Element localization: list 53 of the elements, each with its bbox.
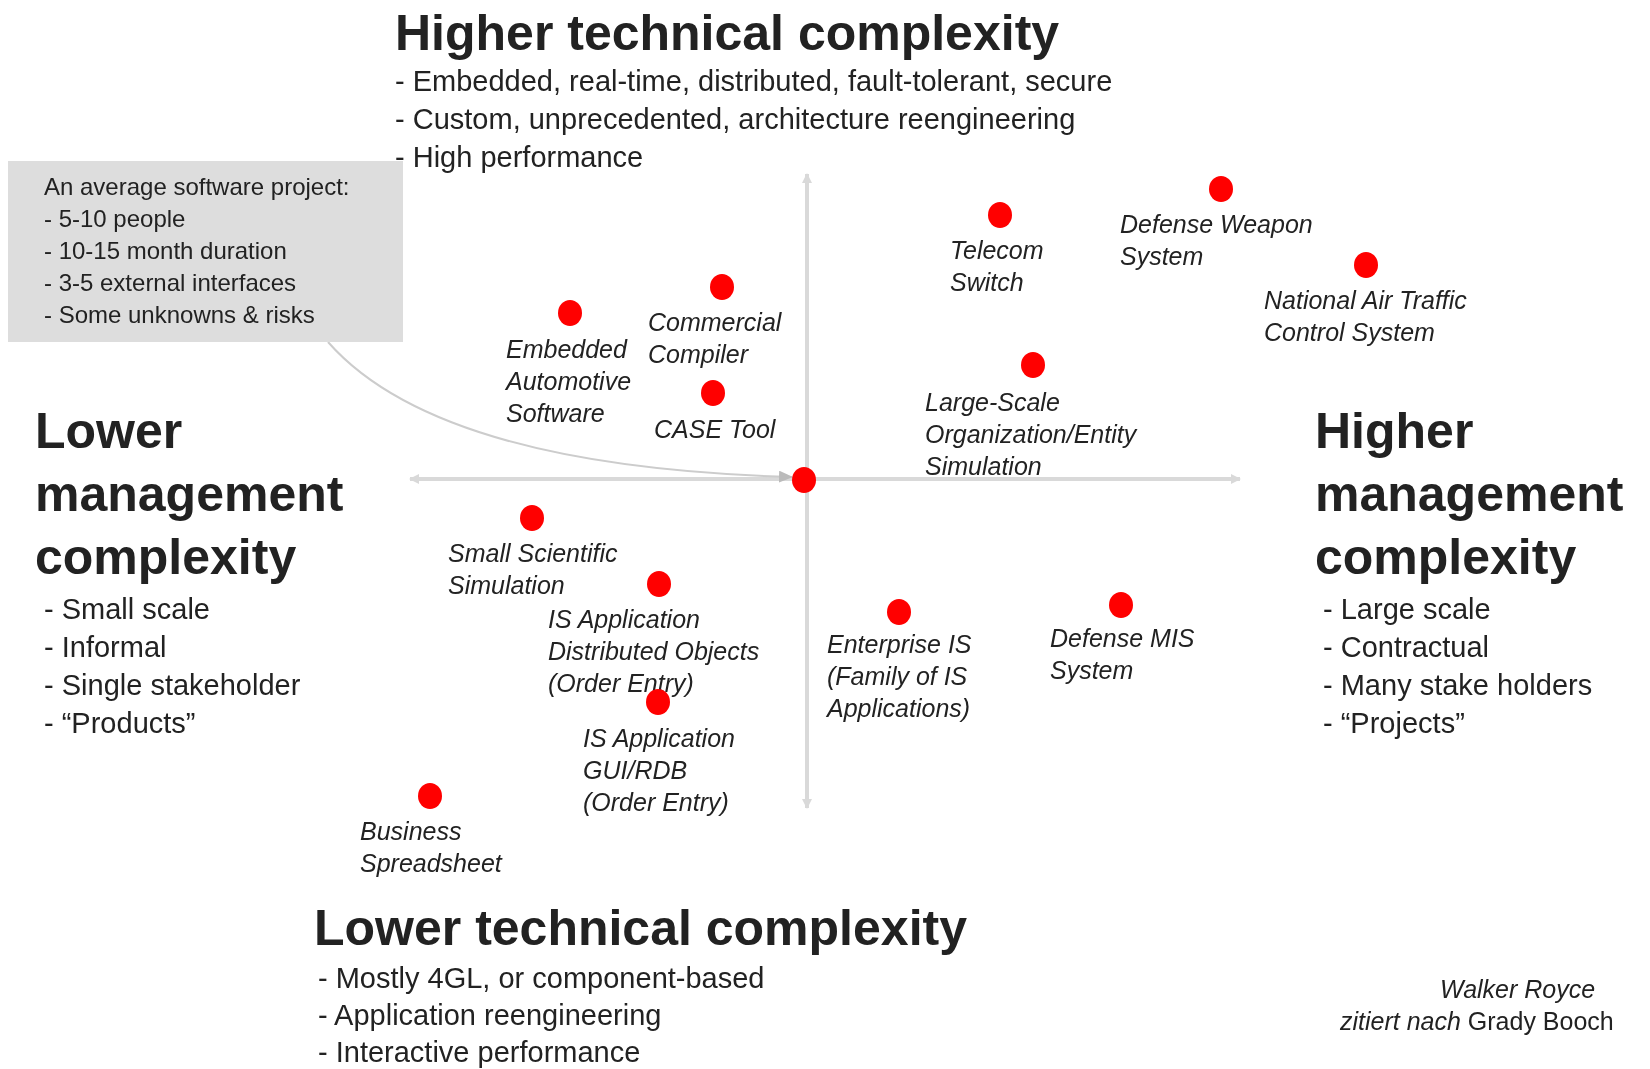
box-text: An average software project:: [44, 172, 351, 202]
bullet-text: - Informal: [44, 630, 167, 665]
axis-heading: Higher management complexity: [1315, 402, 1625, 587]
point-marker: [418, 783, 442, 809]
point-label: IS Application Distributed Objects (Order Entry): [548, 604, 761, 699]
bullet-text: - Large scale: [1323, 592, 1491, 627]
point-marker: [792, 467, 816, 493]
point-label: Business Spreadsheet: [360, 816, 504, 879]
bullet-text: - Mostly 4GL, or component-based: [318, 961, 765, 996]
box-text: - 5-10 people: [44, 204, 187, 234]
point-label: Small Scientific Simulation: [448, 538, 619, 601]
axis-heading: Lower management complexity: [35, 402, 345, 587]
box-text: - 10-15 month duration: [44, 236, 288, 266]
bullet-text: - “Products”: [44, 706, 196, 741]
point-marker: [1209, 176, 1233, 202]
point-label: Telecom Switch: [950, 235, 1045, 298]
bullet-text: - “Projects”: [1323, 706, 1465, 741]
bullet-text: - Single stakeholder: [44, 668, 301, 703]
box-text: - 3-5 external interfaces: [44, 268, 298, 298]
source-credit: zitiert nach Grady Booch: [1340, 1007, 1614, 1036]
point-label: Defense MIS System: [1050, 623, 1196, 686]
curved-arrow: [327, 341, 793, 483]
point-label: Large-Scale Organization/Entity Simulation: [925, 387, 1139, 482]
axis-heading: Higher technical complexity: [395, 4, 1060, 63]
point-marker: [558, 300, 582, 326]
bullet-text: - Many stake holders: [1323, 668, 1593, 703]
point-label: Defense Weapon System: [1120, 209, 1314, 272]
point-marker: [701, 380, 725, 406]
point-marker: [1109, 592, 1133, 618]
bullet-text: - Contractual: [1323, 630, 1489, 665]
box-text: - Some unknowns & risks: [44, 300, 316, 330]
bullet-text: - Embedded, real-time, distributed, fault-tolerant, secure: [395, 64, 1113, 99]
bullet-text: - Custom, unprecedented, architecture reengineering: [395, 102, 1076, 137]
bullet-text: - Small scale: [44, 592, 210, 627]
axis-heading: Lower technical complexity: [314, 899, 967, 958]
author-credit: Walker Royce: [1440, 975, 1596, 1004]
bullet-text: - Interactive performance: [318, 1035, 641, 1069]
bullet-text: - High performance: [395, 140, 644, 175]
point-marker: [1021, 352, 1045, 378]
point-label: IS Application GUI/RDB (Order Entry): [583, 723, 736, 818]
point-marker: [520, 505, 544, 531]
point-marker: [887, 599, 911, 625]
point-marker: [988, 202, 1012, 228]
point-label: CASE Tool: [654, 414, 777, 445]
point-label: Enterprise IS (Family of IS Applications): [827, 629, 973, 724]
point-marker: [1354, 252, 1378, 278]
info-box: [8, 161, 403, 342]
point-marker: [710, 274, 734, 300]
point-marker: [647, 571, 671, 597]
point-label: Commercial Compiler: [648, 307, 783, 370]
point-label: National Air Traffic Control System: [1264, 285, 1468, 348]
point-label: Embedded Automotive Software: [506, 334, 633, 429]
bullet-text: - Application reengineering: [318, 998, 662, 1033]
